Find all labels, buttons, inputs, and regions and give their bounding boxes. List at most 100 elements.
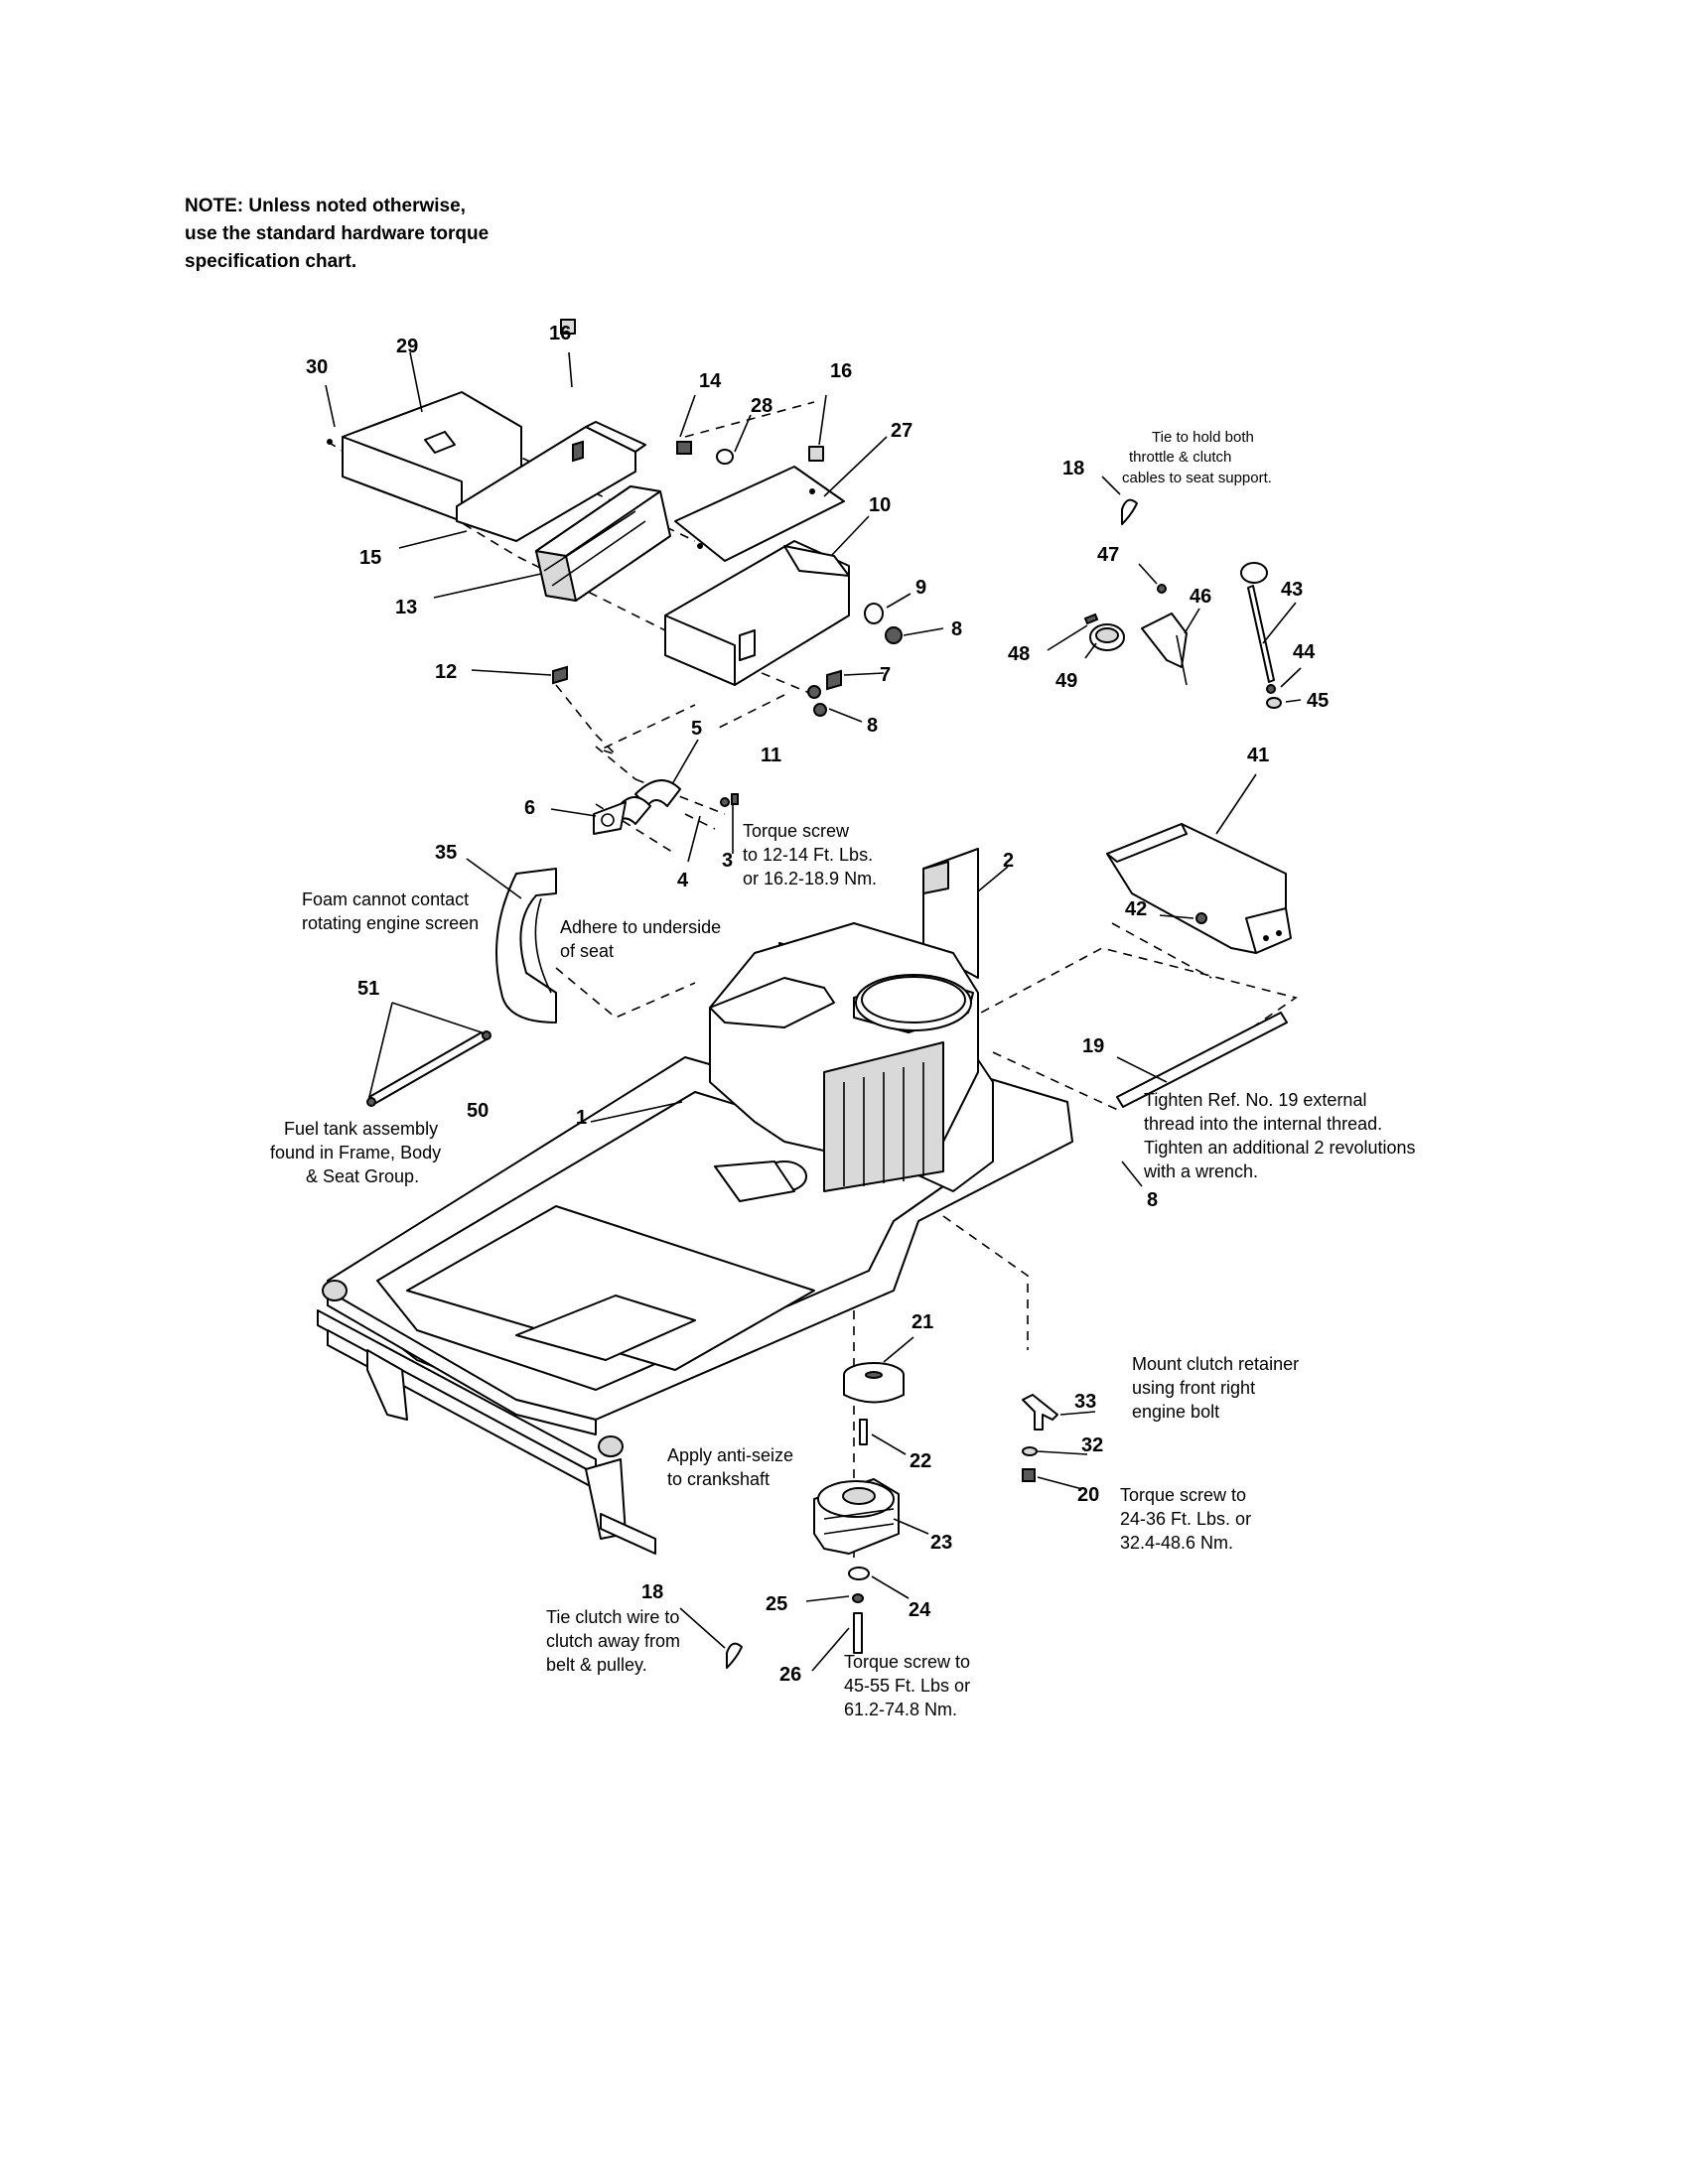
part-24-washer xyxy=(848,1567,870,1580)
annotation-mount-clutch: Mount clutch retainer using front right … xyxy=(1132,1354,1299,1422)
callout-44: 44 xyxy=(1293,641,1316,663)
callout-48: 48 xyxy=(1008,643,1030,665)
callout-11: 11 xyxy=(761,745,781,766)
callout-2: 2 xyxy=(1003,850,1014,872)
callout-41: 41 xyxy=(1247,745,1269,766)
annotation-torque-20: Torque screw to 24-36 Ft. Lbs. or 32.4-4… xyxy=(1120,1485,1251,1553)
callout-43: 43 xyxy=(1281,579,1303,601)
part-26-bolt xyxy=(853,1612,863,1654)
part-27-plate xyxy=(674,466,845,562)
part-46-control-lever xyxy=(1141,613,1188,686)
callout-3: 3 xyxy=(722,850,733,872)
part-6-gasket xyxy=(593,801,627,835)
note-line-1: NOTE: Unless noted otherwise, xyxy=(185,196,466,216)
annotation-adhere: Adhere to underside of seat xyxy=(560,917,721,961)
callout-21: 21 xyxy=(912,1311,933,1333)
svg-text:32.4-48.6 Nm.: 32.4-48.6 Nm. xyxy=(1120,1533,1233,1553)
callout-23: 23 xyxy=(930,1532,952,1554)
annotation-torque-3: Torque screw to 12-14 Ft. Lbs. or 16.2-1… xyxy=(743,821,877,888)
svg-text:Mount clutch retainer: Mount clutch retainer xyxy=(1132,1354,1299,1374)
svg-text:Tighten Ref. No. 19 external: Tighten Ref. No. 19 external xyxy=(1144,1090,1366,1110)
part-47-screw xyxy=(1157,584,1167,594)
svg-text:45-55 Ft. Lbs or: 45-55 Ft. Lbs or xyxy=(844,1676,970,1696)
callout-8: 8 xyxy=(1147,1189,1158,1211)
callout-7: 7 xyxy=(880,664,891,686)
callout-14: 14 xyxy=(699,370,722,392)
svg-text:to 12-14 Ft. Lbs.: to 12-14 Ft. Lbs. xyxy=(743,845,873,865)
callout-26: 26 xyxy=(779,1664,801,1686)
callout-8: 8 xyxy=(951,618,962,640)
callout-33: 33 xyxy=(1074,1391,1096,1413)
svg-text:24-36 Ft. Lbs. or: 24-36 Ft. Lbs. or xyxy=(1120,1509,1251,1529)
annotation-tie-cables: Tie to hold both throttle & clutch cable… xyxy=(1122,429,1272,486)
annotation-foam: Foam cannot contact rotating engine scre… xyxy=(302,889,479,933)
callout-1: 1 xyxy=(576,1107,587,1129)
svg-text:Torque screw to: Torque screw to xyxy=(844,1652,970,1672)
part-21-pulley xyxy=(843,1362,905,1404)
annotation-tie-clutch: Tie clutch wire to clutch away from belt… xyxy=(546,1607,680,1675)
svg-text:Torque screw: Torque screw xyxy=(743,821,850,841)
note-line-3: specification chart. xyxy=(185,251,357,272)
svg-text:clutch away from: clutch away from xyxy=(546,1631,680,1651)
svg-text:to crankshaft: to crankshaft xyxy=(667,1469,770,1489)
callout-16: 16 xyxy=(830,360,852,382)
svg-text:Foam cannot contact: Foam cannot contact xyxy=(302,889,469,909)
annotation-fuel-tank: Fuel tank assembly found in Frame, Body … xyxy=(270,1119,441,1186)
callout-9: 9 xyxy=(915,577,926,599)
svg-text:Tighten an additional 2 revolu: Tighten an additional 2 revolutions xyxy=(1144,1138,1416,1158)
svg-text:Tie to hold both: Tie to hold both xyxy=(1152,429,1254,446)
callout-10: 10 xyxy=(869,494,891,516)
part-35-foam xyxy=(495,868,557,1024)
hardware-note: NOTE: Unless noted otherwise, use the st… xyxy=(185,193,562,276)
cable-tie-18-bottom xyxy=(726,1642,743,1669)
cable-tie-18-top xyxy=(1121,498,1138,525)
callout-8: 8 xyxy=(867,715,878,737)
callout-32: 32 xyxy=(1081,1434,1103,1456)
callout-45: 45 xyxy=(1307,690,1329,712)
svg-text:found in Frame, Body: found in Frame, Body xyxy=(270,1143,441,1162)
callout-35: 35 xyxy=(435,842,457,864)
part-5-exhaust-elbow xyxy=(617,779,681,825)
callout-5: 5 xyxy=(691,718,702,740)
callout-18: 18 xyxy=(641,1581,663,1603)
annotation-tighten-19: Tighten Ref. No. 19 external thread into… xyxy=(1143,1090,1416,1181)
part-49-knob xyxy=(1089,623,1125,651)
svg-text:of seat: of seat xyxy=(560,941,614,961)
svg-text:Apply anti-seize: Apply anti-seize xyxy=(667,1445,793,1465)
callout-46: 46 xyxy=(1190,586,1211,608)
hardware-nuts-bolts xyxy=(552,319,903,807)
svg-text:Fuel tank assembly: Fuel tank assembly xyxy=(284,1119,438,1139)
callout-16: 16 xyxy=(549,323,571,344)
callout-4: 4 xyxy=(677,870,689,891)
callout-50: 50 xyxy=(467,1100,489,1122)
callout-47: 47 xyxy=(1097,544,1119,566)
part-25-lockwasher xyxy=(852,1593,864,1603)
annotation-torque-26: Torque screw to 45-55 Ft. Lbs or 61.2-74… xyxy=(844,1652,970,1719)
callout-27: 27 xyxy=(891,420,912,442)
callout-25: 25 xyxy=(766,1593,787,1615)
part-22-key xyxy=(859,1419,868,1445)
svg-text:belt & pulley.: belt & pulley. xyxy=(546,1655,647,1675)
callout-22: 22 xyxy=(910,1450,931,1472)
part-33-clutch-retainer xyxy=(1022,1394,1058,1431)
callout-6: 6 xyxy=(524,797,535,819)
svg-text:engine bolt: engine bolt xyxy=(1132,1402,1219,1422)
part-23-clutch xyxy=(813,1478,900,1555)
part-10-bracket xyxy=(664,540,850,686)
callout-49: 49 xyxy=(1055,670,1077,692)
svg-text:rotating engine screen: rotating engine screen xyxy=(302,913,479,933)
svg-text:Adhere to underside: Adhere to underside xyxy=(560,917,721,937)
svg-text:using front right: using front right xyxy=(1132,1378,1255,1398)
callout-19: 19 xyxy=(1082,1035,1104,1057)
callout-15: 15 xyxy=(359,547,381,569)
part-20-bolt xyxy=(1022,1468,1036,1482)
svg-text:Torque screw to: Torque screw to xyxy=(1120,1485,1246,1505)
part-19-rod xyxy=(1116,1012,1288,1108)
callout-28: 28 xyxy=(751,395,772,417)
svg-text:Tie clutch wire to: Tie clutch wire to xyxy=(546,1607,679,1627)
leader-lines xyxy=(325,351,1302,1672)
part-41-deflector xyxy=(1106,823,1292,954)
callout-42: 42 xyxy=(1125,898,1147,920)
svg-text:cables to seat support.: cables to seat support. xyxy=(1122,470,1272,486)
